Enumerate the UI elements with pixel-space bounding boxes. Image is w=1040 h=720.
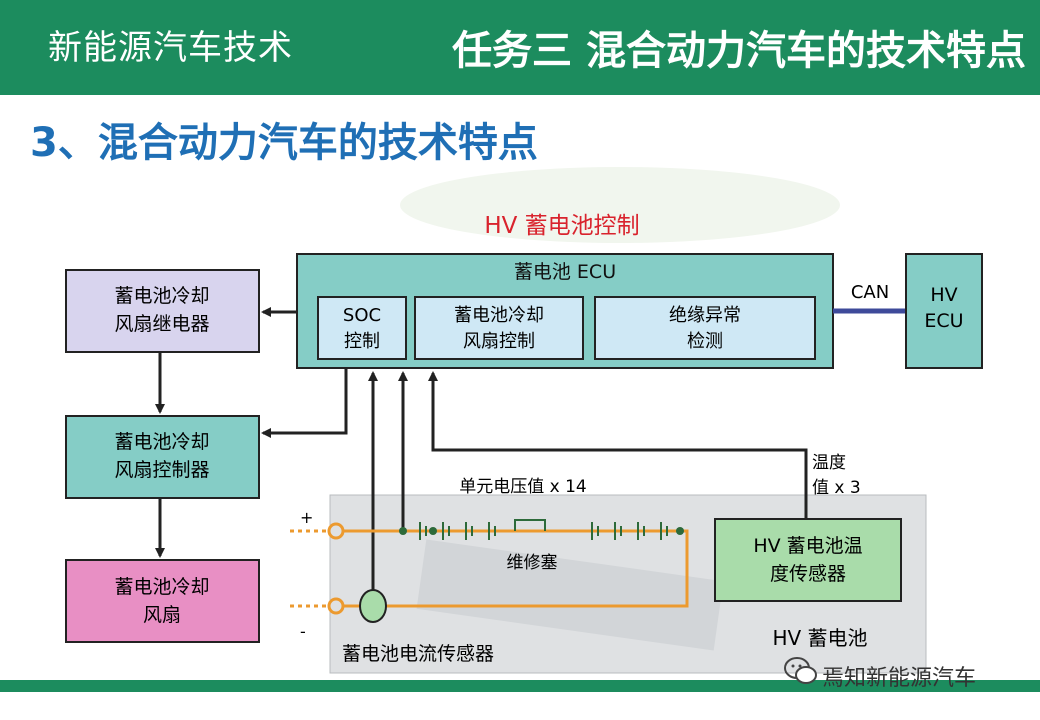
tap-node-3 [676,527,684,535]
insulation-check-module [594,296,816,360]
battery-module-shape [416,539,724,651]
temp-value-line1: 温度 [812,453,846,473]
fan-module-line1: 蓄电池冷却 [454,305,544,326]
soc-module-line1: SOC [343,305,381,326]
current-sensor-symbol [359,589,387,623]
service-plug-symbol [514,519,546,531]
cell-symbols [419,522,668,540]
course-title: 新能源汽车技术 [48,28,293,68]
watermark-text: 焉知新能源汽车 [822,666,977,691]
fan-line1: 蓄电池冷却 [114,576,209,598]
task-title: 任务三 混合动力汽车的技术特点 [452,28,1026,74]
insulation-module-line2: 检测 [687,331,723,352]
ecu-to-controller-arrow [261,368,348,438]
current-sensor-label: 蓄电池电流传感器 [342,643,494,665]
can-label: CAN [851,282,889,303]
hv-ecu-box [905,253,983,369]
header-bar: 新能源汽车技术 任务三 混合动力汽车的技术特点 [0,0,1040,95]
cell-voltage-label: 单元电压值 x 14 [459,477,587,497]
soc-module-line2: 控制 [344,331,380,352]
plus-sign: + [300,508,313,527]
temp-sensor-line1: HV 蓄电池温 [753,535,862,557]
section-title: 3、混合动力汽车的技术特点 [30,120,538,166]
relay-line2: 风扇继电器 [114,313,209,335]
minus-sign: - [300,622,306,641]
temperature-sensor-box [714,518,902,602]
fan-controller-box [65,415,260,499]
fan-control-module [414,296,584,360]
diagram-title: HV 蓄电池控制 [484,213,639,239]
hv-ecu-line1: HV [930,284,957,306]
tap-node-1 [399,527,407,535]
hv-battery-label: HV 蓄电池 [772,626,867,650]
battery-ecu-label: 蓄电池 ECU [514,261,616,283]
temperature-signal-arrow [428,371,808,520]
controller-line1: 蓄电池冷却 [114,431,209,453]
fan-module-line2: 风扇控制 [463,331,535,352]
fan-relay-box [65,269,260,353]
temp-sensor-line2: 度传感器 [770,563,846,585]
hv-ecu-line2: ECU [924,310,963,332]
leaf-decoration [400,167,840,243]
cooling-fan-box [65,559,260,643]
temp-value-line2: 值 x 3 [812,478,861,498]
wechat-icon [784,657,817,684]
relay-line1: 蓄电池冷却 [114,285,209,307]
service-plug-label: 维修塞 [507,553,558,573]
soc-control-module [317,296,407,360]
controller-line2: 风扇控制器 [114,459,209,481]
bottom-bar [0,680,1040,692]
tap-node-2 [429,527,437,535]
insulation-module-line1: 绝缘异常 [669,305,741,326]
fan-line2: 风扇 [143,604,181,626]
